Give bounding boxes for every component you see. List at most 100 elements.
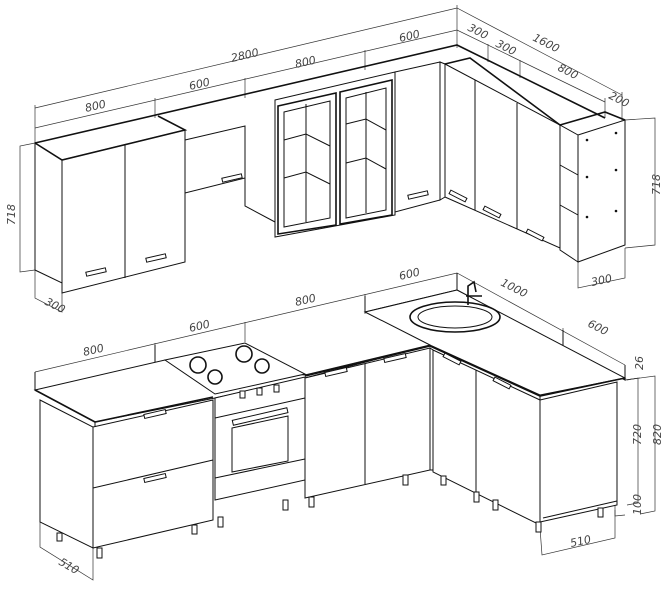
handle-icon	[482, 205, 502, 219]
handle-icon	[143, 472, 167, 484]
drawing-line	[539, 381, 618, 523]
handle-icon	[442, 352, 462, 366]
drawing-line	[34, 270, 63, 313]
handle-icon	[324, 366, 348, 378]
drawing-line	[92, 459, 214, 489]
drawing-line	[444, 63, 561, 249]
drawing-line	[626, 377, 639, 506]
dim-300: 300	[494, 37, 519, 58]
dim-1600: 1600	[531, 31, 562, 55]
drawing-line	[39, 399, 94, 549]
wall-cabinets	[34, 44, 626, 294]
handle-icon	[231, 407, 289, 426]
drawing-line	[19, 142, 36, 273]
drawing-line	[56, 532, 63, 542]
dim-800: 800	[294, 54, 317, 71]
dim-800: 800	[556, 61, 581, 82]
dim-510: 510	[57, 555, 82, 577]
handle-icon	[221, 173, 243, 183]
drawing-line	[439, 61, 446, 201]
handle-icon	[145, 253, 167, 263]
handle-icon	[448, 189, 468, 203]
drawing-line	[277, 92, 337, 235]
drawing-line	[282, 499, 289, 511]
dim-2800: 2800	[230, 46, 260, 65]
drawing-line	[39, 522, 94, 581]
wall-cabinet-hood	[184, 125, 246, 194]
knob-icon	[273, 384, 280, 393]
drawing-line	[417, 305, 493, 329]
handle-icon	[492, 376, 512, 390]
dim-1000: 1000	[499, 276, 530, 300]
drawing-line	[585, 215, 589, 219]
dim-800: 800	[84, 98, 107, 115]
burner-icon	[189, 345, 270, 385]
dim-820: 820	[651, 424, 664, 445]
drawing-line	[274, 71, 396, 238]
drawing-line	[304, 345, 626, 397]
drawing-line	[624, 117, 656, 249]
handle-icon	[143, 408, 167, 420]
dim-300: 300	[43, 295, 68, 316]
drawing-line	[614, 505, 626, 517]
drawing-line	[559, 111, 626, 126]
drawing-line	[345, 87, 387, 219]
base-cabinets	[33, 273, 627, 559]
drawing-line	[207, 369, 223, 385]
drawing-line	[214, 458, 306, 479]
wall-cabinet-front	[61, 129, 186, 294]
drawing-line	[402, 474, 409, 486]
drawing-line	[473, 491, 480, 503]
dim-600: 600	[188, 318, 211, 335]
dim-100: 100	[631, 494, 644, 515]
sink-icon	[409, 301, 501, 333]
dim-600: 600	[586, 317, 611, 338]
drawing-line	[559, 164, 579, 176]
dim-600: 600	[398, 28, 421, 45]
drawing-line	[585, 138, 589, 142]
drawing-line	[559, 204, 579, 216]
cabinet-legs	[56, 474, 604, 559]
dim-800: 800	[82, 342, 105, 359]
drawing-line	[214, 397, 306, 419]
dim-718: 718	[650, 174, 663, 195]
drawing-line	[96, 547, 103, 559]
knob-icon	[239, 390, 246, 399]
drawing-line	[535, 521, 542, 533]
drawing-line	[191, 524, 198, 535]
dim-26: 26	[633, 356, 646, 370]
drawing-line	[235, 345, 253, 363]
drawing-line	[585, 175, 589, 179]
drawing-line	[440, 475, 447, 486]
drawing-line	[308, 496, 315, 508]
handle-icon	[407, 190, 429, 200]
handle-icon	[383, 352, 407, 364]
wall-dimension-lines	[19, 5, 656, 313]
dim-300: 300	[466, 21, 491, 42]
drawing-line	[217, 516, 224, 528]
open-shelf-unit	[559, 124, 579, 263]
drawing-line	[614, 131, 618, 135]
dim-200: 200	[607, 89, 632, 110]
drawing-line	[624, 375, 656, 515]
drawing-line	[542, 500, 618, 519]
drawing-line	[577, 248, 626, 289]
drawing-line	[444, 57, 561, 126]
handle-icon	[85, 267, 107, 277]
gas-hob	[163, 342, 307, 395]
faucet-icon	[466, 280, 482, 305]
knob-icon	[256, 387, 263, 396]
dim-300: 300	[590, 272, 613, 289]
drawing-line	[577, 119, 626, 263]
drawing-line	[254, 358, 270, 374]
dim-800: 800	[294, 292, 317, 309]
wall-cabinet-side	[34, 142, 63, 284]
dim-718: 718	[5, 204, 18, 225]
dim-720: 720	[631, 424, 644, 445]
drawing-line	[614, 168, 618, 172]
dim-510: 510	[569, 533, 592, 550]
glass-door-cabinet	[274, 71, 396, 238]
drawing-line	[34, 115, 188, 161]
drawing-line	[244, 178, 276, 223]
